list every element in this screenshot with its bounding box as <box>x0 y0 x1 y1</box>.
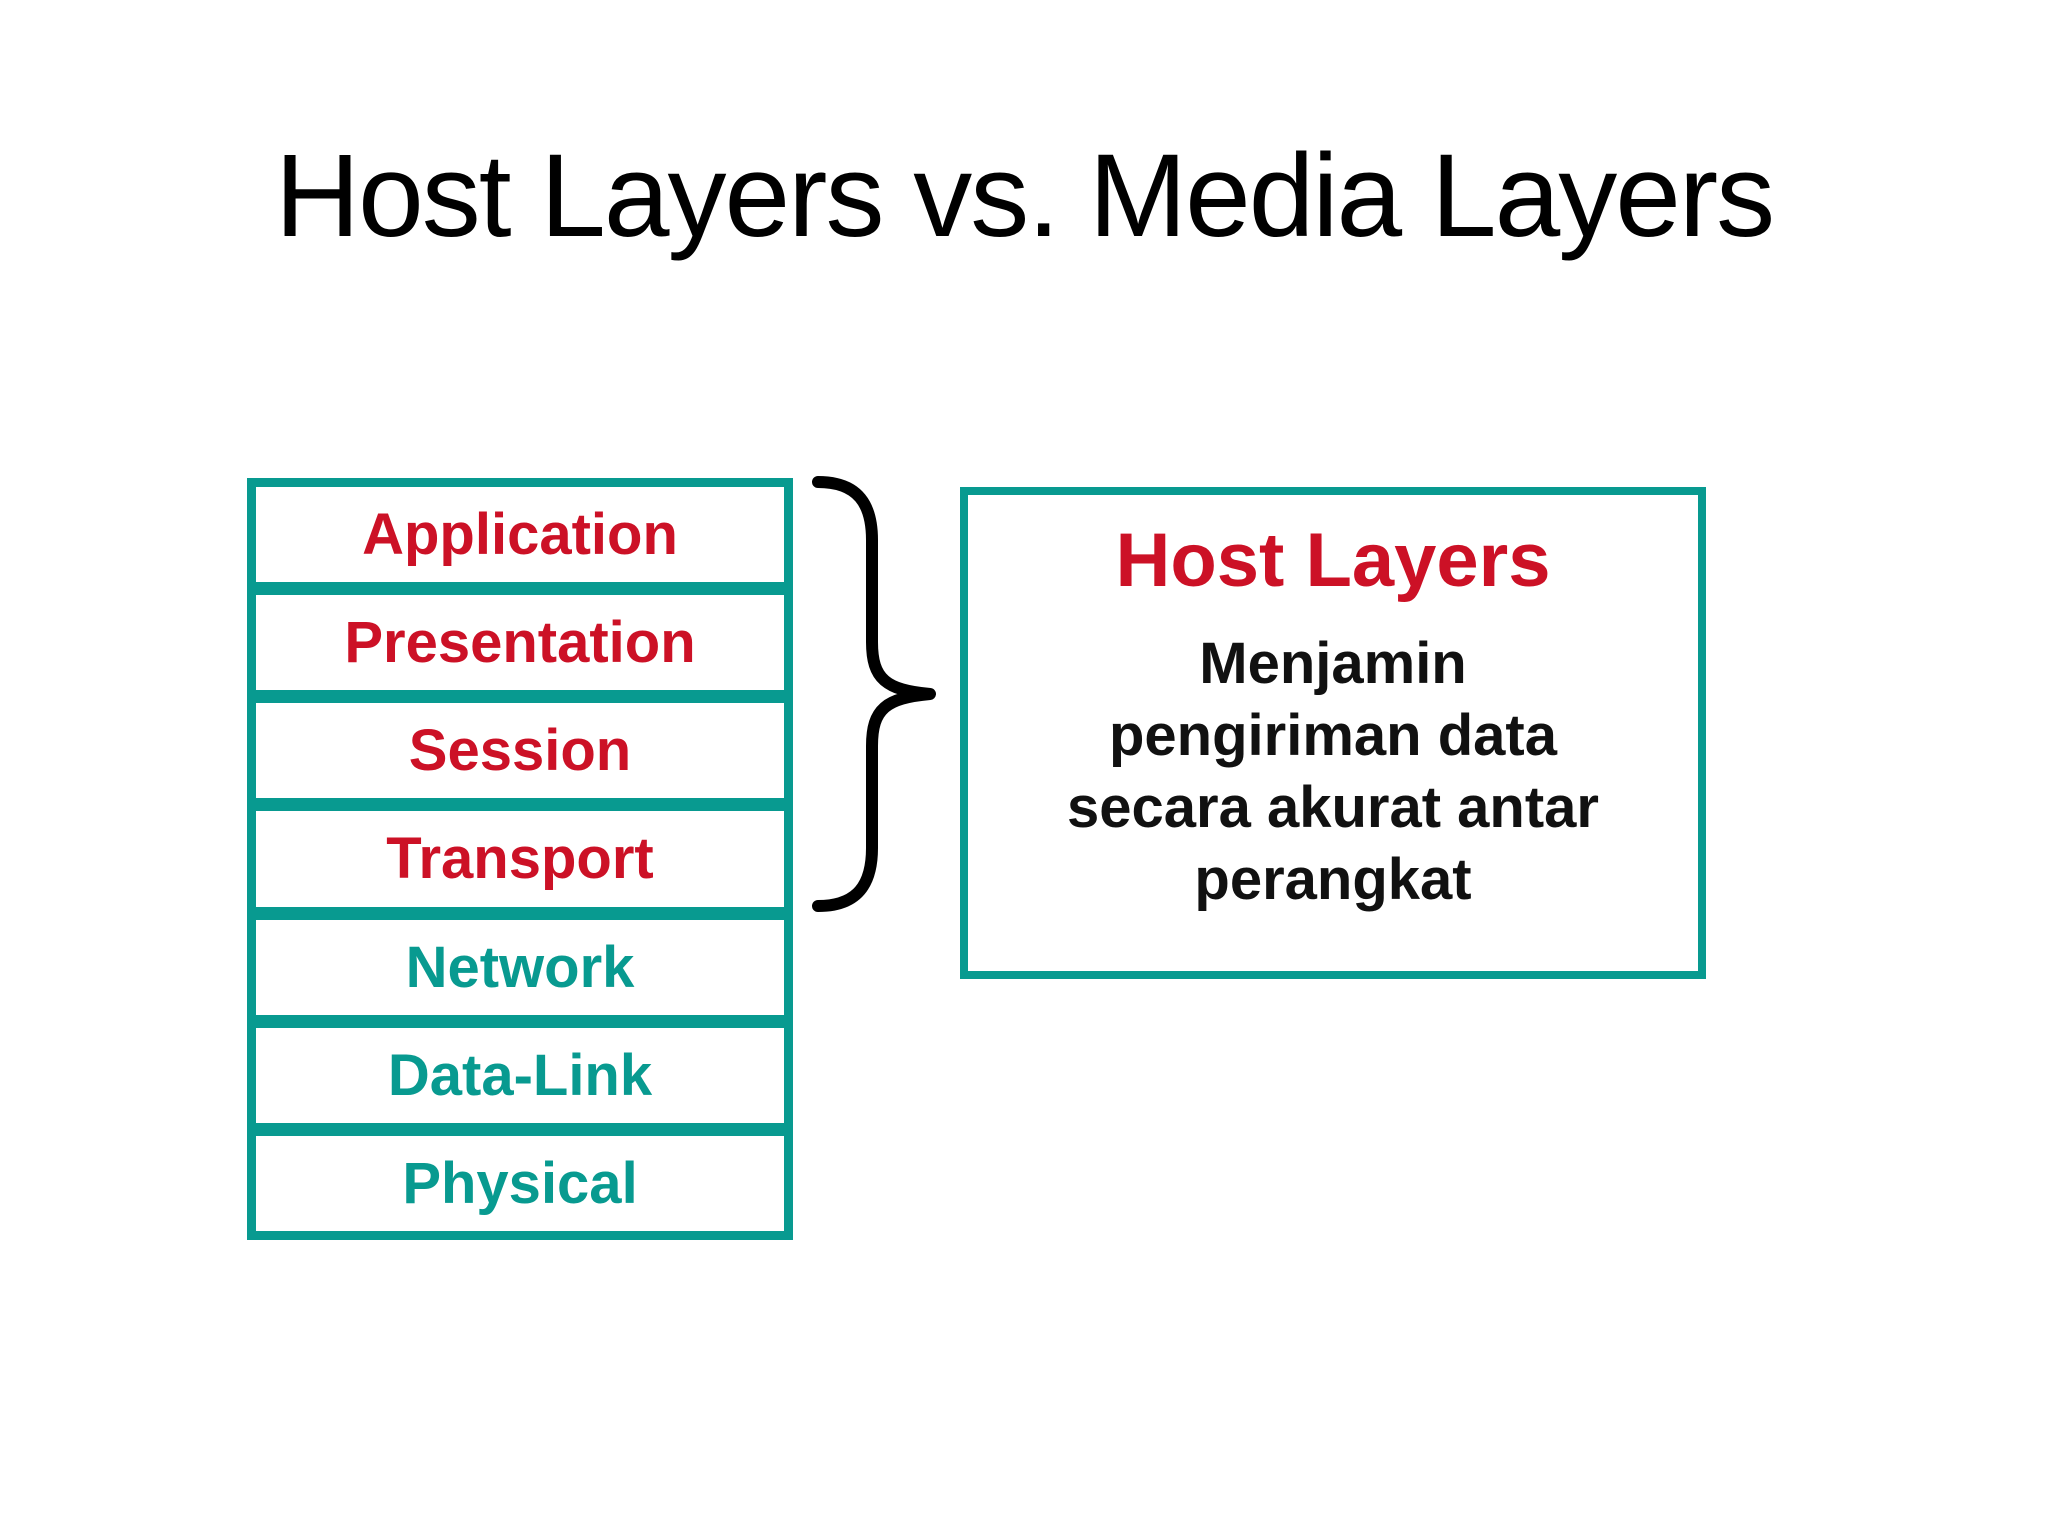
page-title: Host Layers vs. Media Layers <box>274 130 1775 262</box>
layer-row-session: Session <box>256 703 784 799</box>
description-line: pengiriman data <box>1109 703 1557 769</box>
layer-row-data-link: Data-Link <box>256 1027 784 1123</box>
host-layers-callout-box: Host Layers Menjamin pengiriman data sec… <box>960 487 1706 979</box>
layer-row-transport: Transport <box>256 811 784 907</box>
layer-row-physical: Physical <box>256 1135 784 1231</box>
osi-layer-stack: Application Presentation Session Transpo… <box>247 478 793 1240</box>
layer-row-network: Network <box>256 919 784 1015</box>
host-layers-heading: Host Layers <box>1115 518 1551 603</box>
host-layers-description: Menjamin pengiriman data secara akurat a… <box>968 628 1698 916</box>
right-curly-brace-icon <box>812 476 936 912</box>
description-line: Menjamin <box>1199 631 1467 697</box>
layer-row-presentation: Presentation <box>256 595 784 691</box>
description-line: perangkat <box>1194 847 1472 913</box>
layer-row-application: Application <box>256 487 784 583</box>
description-line: secara akurat antar <box>1067 775 1599 841</box>
